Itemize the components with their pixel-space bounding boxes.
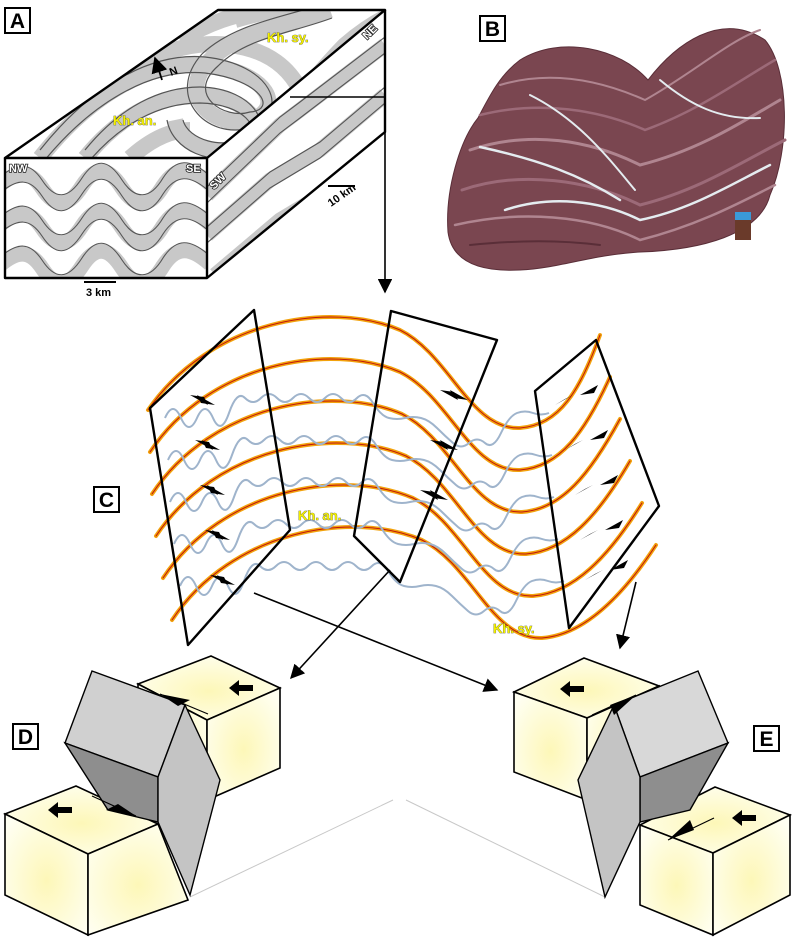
panel-letters: A B C D E bbox=[4, 7, 780, 752]
panel-letter-c: C bbox=[99, 489, 114, 512]
corner-nw-label: NW bbox=[9, 163, 28, 175]
shear-arrows bbox=[190, 385, 628, 585]
fold-diagram-c: Kh. an. Kh. sy. bbox=[146, 308, 661, 692]
label-kh-sy-c: Kh. sy. bbox=[493, 621, 535, 636]
panel-label-a: A bbox=[4, 7, 31, 34]
block-model-d bbox=[3, 655, 394, 937]
block-a-front-waves bbox=[5, 163, 207, 278]
shear-planes bbox=[148, 308, 661, 647]
scale-bar-front: 3 km bbox=[84, 281, 116, 299]
panel-letter-a: A bbox=[10, 10, 25, 33]
rock-body bbox=[447, 28, 785, 271]
panel-label-b: B bbox=[479, 15, 506, 42]
north-label: N bbox=[168, 65, 180, 79]
fold-layers bbox=[146, 315, 658, 641]
pointer-a-to-c bbox=[290, 96, 393, 294]
pointer-c-to-e-long bbox=[253, 592, 499, 692]
scale-bar-side: 10 km bbox=[326, 182, 359, 210]
pointer-c-to-e bbox=[616, 581, 637, 650]
north-arrow: N bbox=[151, 56, 180, 81]
panel-label-d: D bbox=[12, 723, 39, 750]
panel-label-e: E bbox=[753, 725, 780, 752]
label-kh-an-c: Kh. an. bbox=[298, 508, 341, 523]
panel-letter-e: E bbox=[759, 728, 773, 751]
shear-plane-left bbox=[148, 308, 292, 647]
label-kh-an-a: Kh. an. bbox=[113, 113, 156, 128]
block-diagram-a: N Kh. sy. Kh. an. NW SE SW NE 3 km 10 km bbox=[3, 8, 393, 299]
block-model-e bbox=[405, 657, 793, 937]
rock-sample-b bbox=[447, 28, 787, 271]
label-kh-sy-a: Kh. sy. bbox=[267, 30, 309, 45]
shear-plane-middle bbox=[352, 309, 499, 584]
shear-plane-right bbox=[533, 338, 661, 630]
panel-letter-d: D bbox=[18, 726, 33, 749]
rock-banding bbox=[453, 29, 787, 246]
scale-front-label: 3 km bbox=[86, 287, 111, 299]
panel-letter-b: B bbox=[485, 18, 500, 41]
corner-se-label: SE bbox=[186, 163, 201, 175]
panel-label-c: C bbox=[93, 486, 120, 513]
pointer-c-to-d bbox=[290, 569, 391, 680]
sample-scale-chip-top bbox=[735, 212, 751, 220]
